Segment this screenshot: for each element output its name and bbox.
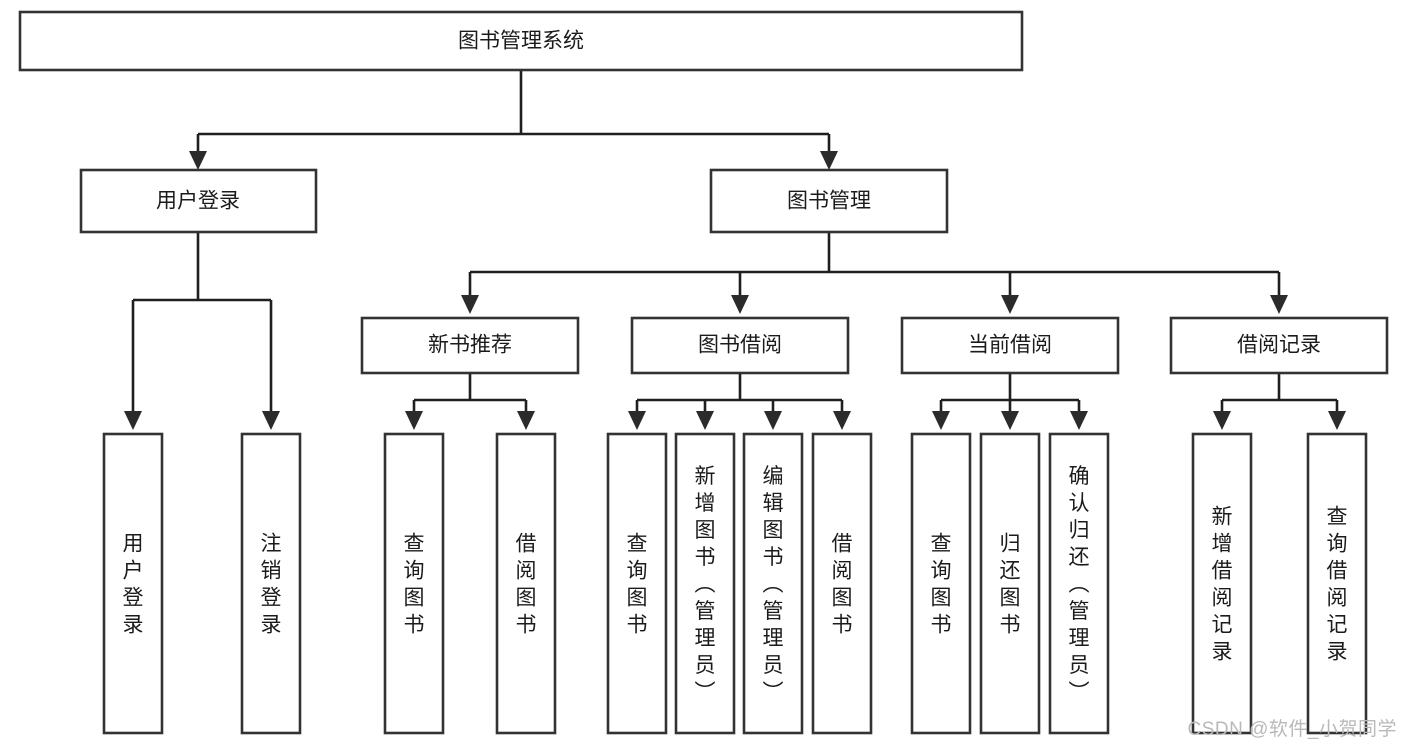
node-box-rect <box>742 432 804 735</box>
arrow-icon <box>405 411 423 430</box>
node-leaf-query-borrow-record[interactable]: 查询借阅记录 <box>1306 432 1368 735</box>
arrow-icon <box>1270 295 1288 314</box>
node-borrow-records[interactable]: 借阅记录 <box>1169 316 1389 375</box>
node-new-book-recommend[interactable]: 新书推荐 <box>360 316 580 375</box>
connector-group-current-borrow <box>932 373 1088 430</box>
arrow-icon <box>262 411 280 430</box>
node-box-rect <box>709 168 949 234</box>
node-leaf-query-book-recommend[interactable]: 查询图书 <box>383 432 445 735</box>
node-book-borrow[interactable]: 图书借阅 <box>630 316 850 375</box>
arrow-icon <box>1328 411 1346 430</box>
node-label: 查询图书 <box>627 533 648 637</box>
node-leaf-borrow-book-recommend[interactable]: 借阅图书 <box>495 432 557 735</box>
node-box-rect <box>811 432 873 735</box>
node-box-rect <box>1306 432 1368 735</box>
node-box-rect <box>102 432 164 735</box>
node-label: 借阅图书 <box>832 533 853 637</box>
node-box-rect <box>1169 316 1389 375</box>
node-label: 借阅记录 <box>1237 334 1321 357</box>
node-leaf-return-book[interactable]: 归还图书 <box>979 432 1041 735</box>
node-label: 图书借阅 <box>698 334 782 357</box>
node-leaf-edit-book-admin[interactable]: 编辑图书︵管理员︶ <box>742 432 804 735</box>
node-leaf-borrow-book[interactable]: 借阅图书 <box>811 432 873 735</box>
arrow-icon <box>696 411 714 430</box>
node-label: 归还图书 <box>1000 533 1021 637</box>
node-label: 确认归还︵管理员︶ <box>1069 465 1090 704</box>
node-box-rect <box>1191 432 1253 735</box>
arrow-icon <box>628 411 646 430</box>
node-label: 查询借阅记录 <box>1327 506 1348 664</box>
arrow-icon <box>1001 411 1019 430</box>
node-leaf-user-login[interactable]: 用户登录 <box>102 432 164 735</box>
arrow-icon <box>1070 411 1088 430</box>
node-label: 新书推荐 <box>428 334 512 357</box>
node-box-rect <box>360 316 580 375</box>
node-leaf-confirm-return-admin[interactable]: 确认归还︵管理员︶ <box>1048 432 1110 735</box>
node-box-rect <box>18 10 1024 72</box>
node-box-rect <box>910 432 972 735</box>
arrow-icon <box>932 411 950 430</box>
node-leaf-query-book-current[interactable]: 查询图书 <box>910 432 972 735</box>
node-label: 新增借阅记录 <box>1212 506 1233 664</box>
node-root-system[interactable]: 图书管理系统 <box>18 10 1024 72</box>
arrow-icon <box>1001 295 1019 314</box>
node-box-rect <box>240 432 302 735</box>
arrow-icon <box>189 151 207 170</box>
node-label: 注销登录 <box>261 533 282 637</box>
connector-group-new-book <box>405 373 535 430</box>
node-box-rect <box>79 168 318 234</box>
node-label: 用户登录 <box>156 190 240 213</box>
arrow-icon <box>461 295 479 314</box>
node-box-rect <box>900 316 1120 375</box>
connector-group-book-management <box>461 232 1288 314</box>
node-label: 借阅图书 <box>516 533 537 637</box>
arrow-icon <box>833 411 851 430</box>
connector-group-user-login <box>124 232 280 430</box>
connector-group-borrow-records <box>1213 373 1346 430</box>
arrow-icon <box>1213 411 1231 430</box>
arrow-icon <box>764 411 782 430</box>
arrow-icon <box>517 411 535 430</box>
node-box-rect <box>606 432 668 735</box>
node-box-rect <box>383 432 445 735</box>
node-leaf-query-book-borrow[interactable]: 查询图书 <box>606 432 668 735</box>
node-book-management[interactable]: 图书管理 <box>709 168 949 234</box>
node-label: 当前借阅 <box>968 334 1052 357</box>
node-label: 用户登录 <box>123 533 144 637</box>
node-leaf-add-borrow-record[interactable]: 新增借阅记录 <box>1191 432 1253 735</box>
node-user-login[interactable]: 用户登录 <box>79 168 318 234</box>
node-leaf-logout[interactable]: 注销登录 <box>240 432 302 735</box>
node-label: 新增图书︵管理员︶ <box>695 465 716 704</box>
node-box-rect <box>495 432 557 735</box>
node-box-rect <box>630 316 850 375</box>
connector-group-root <box>189 70 838 170</box>
arrow-icon <box>124 411 142 430</box>
node-current-borrow[interactable]: 当前借阅 <box>900 316 1120 375</box>
arrow-icon <box>731 295 749 314</box>
connector-group-book-borrow <box>628 373 851 430</box>
node-box-rect <box>979 432 1041 735</box>
node-leaf-add-book-admin[interactable]: 新增图书︵管理员︶ <box>674 432 736 735</box>
node-box-rect <box>1048 432 1110 735</box>
node-label: 查询图书 <box>931 533 952 637</box>
node-label: 查询图书 <box>404 533 425 637</box>
node-label: 图书管理 <box>787 190 871 213</box>
node-box-rect <box>674 432 736 735</box>
arrow-icon <box>820 151 838 170</box>
node-label: 编辑图书︵管理员︶ <box>763 465 784 704</box>
node-label: 图书管理系统 <box>458 30 584 53</box>
